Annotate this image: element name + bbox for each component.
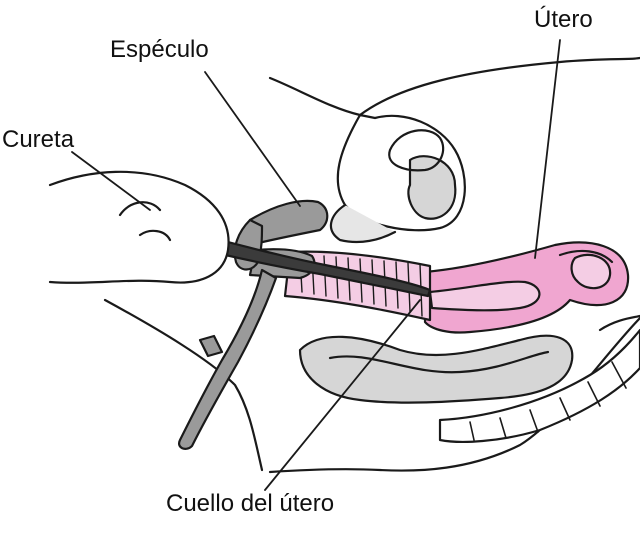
speculum-handle [179,270,276,449]
label-utero: Útero [534,8,593,32]
hand [50,172,229,283]
speculum-screw [200,336,222,356]
leader-utero [535,40,560,258]
label-cuello-del-utero: Cuello del útero [166,492,334,516]
label-especulo: Espéculo [110,38,209,62]
bladder-inner [408,156,455,219]
label-cureta: Cureta [2,128,74,152]
body-outline [270,58,640,115]
leader-especulo [205,72,300,206]
pubic-bone [331,205,395,242]
rectum [300,336,572,403]
